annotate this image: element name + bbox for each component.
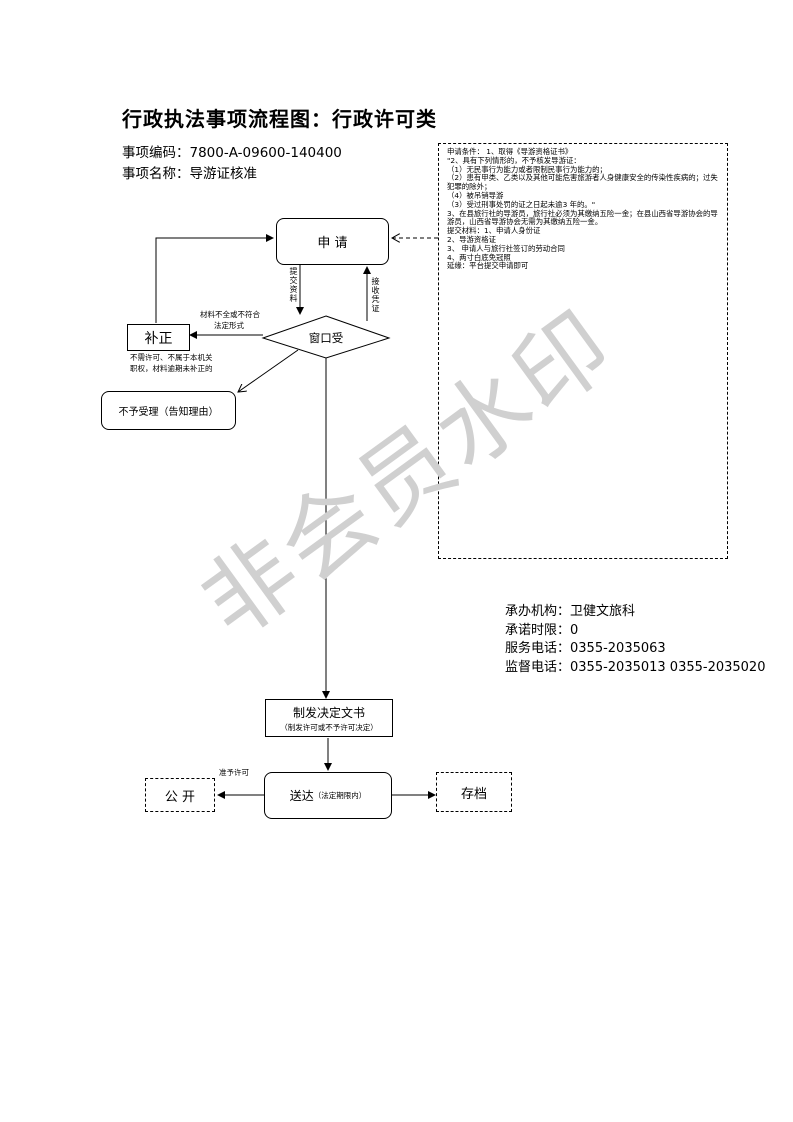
receipt-label: 接收凭证 (371, 277, 380, 313)
contact-org: 承办机构：卫健文旅科 (505, 604, 636, 619)
condition-line: 提交材料：1、申请人身份证 (447, 226, 541, 236)
condition-line: 申请条件： 1、取得《导游资格证书》 (447, 147, 573, 156)
condition-line: 3、 申请人与旅行社签订的劳动合同 (447, 243, 565, 253)
apply-label: 申 请 (317, 236, 348, 251)
correction-node: 补正 (127, 324, 190, 351)
window-label: 窗口受 (308, 331, 344, 345)
condition-line: （2）患有甲类、乙类以及其他可能危害旅游者人身健康安全的传染性疾病的；过失犯罪的… (447, 173, 718, 192)
incomplete-label-1: 材料不全或不符合 (200, 310, 260, 319)
conditions-box: 申请条件： 1、取得《导游资格证书》 "2、具有下列情形的，不予核发导游证： （… (438, 143, 728, 559)
correction-label: 补正 (144, 330, 173, 347)
publish-node: 公 开 (145, 778, 215, 812)
deliver-sublabel: （法定期限内） (313, 791, 367, 800)
contact-block: 承办机构：卫健文旅科 承诺时限：0 服务电话：0355-2035063 监督电话… (505, 603, 765, 677)
apply-node: 申 请 (276, 218, 389, 265)
condition-line: 3、在县旅行社的导游员，旅行社必须为其缴纳五险一金；在县山西省导游协会的导游员，… (447, 208, 718, 227)
submit-label: 提交资料 (289, 267, 298, 303)
condition-line: 2、导游资格证 (447, 234, 497, 244)
contact-supervise: 监督电话：0355-2035013 0355-2035020 (505, 659, 766, 675)
page-title: 行政执法事项流程图：行政许可类 (122, 107, 437, 131)
condition-line: 4、两寸白底免冠照 (447, 252, 511, 262)
condition-line: 延缘：平台提交申请即可 (447, 261, 529, 271)
decision-sublabel: （制发许可或不予许可决定） (280, 722, 378, 732)
reject-node: 不予受理（告知理由） (101, 391, 236, 430)
contact-service: 服务电话：0355-2035063 (505, 641, 666, 656)
condition-line: （4）被吊销导游 (447, 190, 504, 200)
decision-node: 制发决定文书 （制发许可或不予许可决定） (265, 699, 393, 737)
window-diamond (261, 315, 391, 359)
decision-label: 制发决定文书 (292, 705, 365, 720)
edge-correction-loop (155, 234, 274, 323)
reject-label: 不予受理（告知理由） (118, 407, 219, 418)
archive-node: 存档 (436, 772, 512, 812)
condition-line: （3）受过刑事处罚的证之日起未逾3 年的。" (447, 199, 596, 209)
incomplete-label-2: 法定形式 (214, 321, 244, 330)
condition-line: （1）无民事行为能力或者限制民事行为能力的； (447, 164, 607, 174)
deliver-label: 送达 (289, 789, 314, 803)
deliver-node: 送达 （法定期限内） (264, 772, 392, 819)
grant-label: 准予许可 (219, 768, 249, 777)
edge-to-reject (238, 349, 299, 392)
reject-reason-2: 职权，材料逾期未补正的 (130, 364, 213, 373)
archive-label: 存档 (460, 786, 487, 802)
contact-limit: 承诺时限：0 (505, 622, 579, 638)
item-name: 事项名称：导游证核准 (122, 166, 257, 182)
item-code: 事项编码：7800-A-09600-140400 (122, 145, 342, 161)
publish-label: 公 开 (164, 789, 196, 805)
condition-line: "2、具有下列情形的，不予核发导游证： (447, 155, 581, 165)
reject-reason-1: 不需许可、不属于本机关 (130, 353, 213, 362)
